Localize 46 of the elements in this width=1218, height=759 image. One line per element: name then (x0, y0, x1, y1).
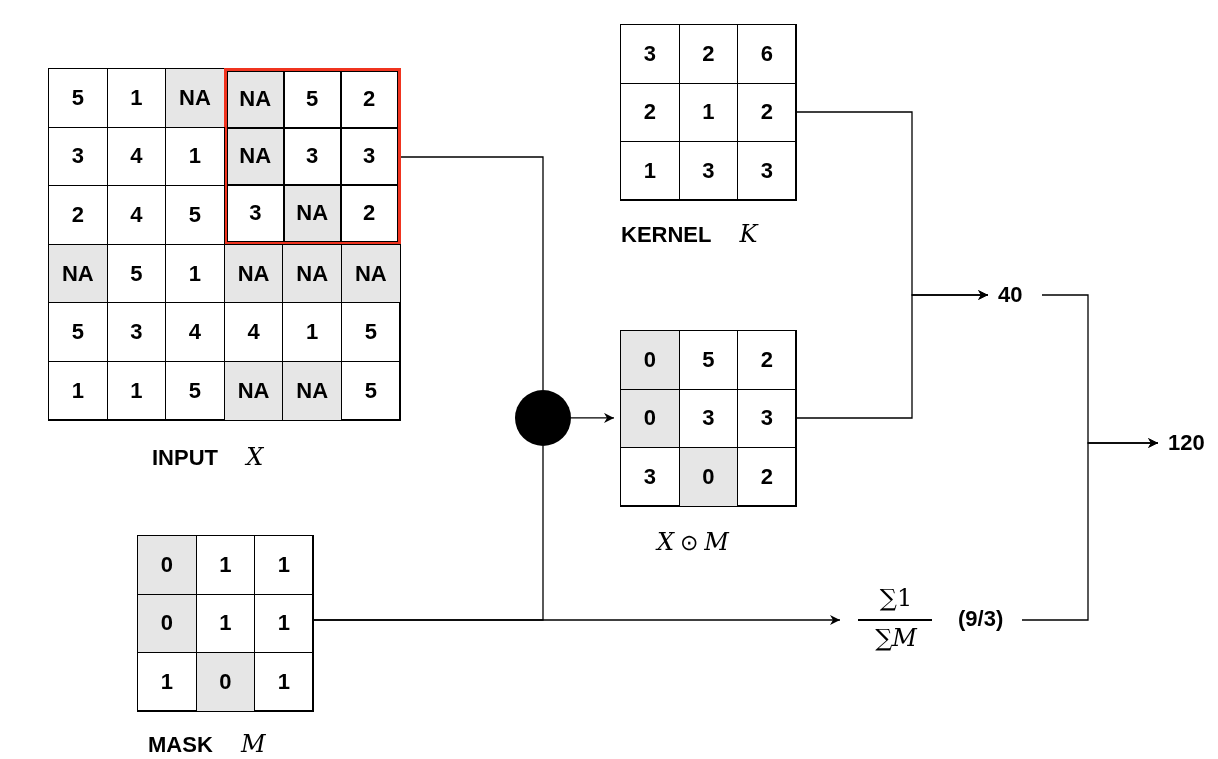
table-cell: 0 (137, 535, 197, 595)
matrix-grid (137, 535, 313, 711)
table-cell: 3 (283, 127, 341, 185)
table-cell: 0 (620, 388, 680, 449)
table-cell: NA (48, 243, 108, 304)
table-cell: NA (282, 361, 342, 421)
connector-line (398, 156, 544, 391)
table-cell: NA (341, 243, 401, 304)
table-cell: 0 (620, 330, 680, 390)
matrix-caption: MASK M (148, 730, 266, 758)
table-cell: 0 (195, 652, 256, 712)
result-value: 120 (1168, 430, 1205, 456)
table-cell: 0 (137, 593, 197, 654)
matrix-grid (48, 68, 400, 420)
arrow (570, 412, 615, 423)
matrix-caption: INPUT X (152, 443, 264, 471)
fraction-numerator: ∑1 (878, 584, 914, 612)
table-cell: NA (223, 361, 284, 421)
junction-dot (515, 390, 571, 446)
arrow (312, 615, 841, 625)
table-cell: NA (282, 243, 342, 304)
matrix-grid (620, 330, 796, 506)
table-cell: 2 (737, 447, 797, 507)
table-cell: 1 (254, 652, 314, 712)
table-cell: 3 (340, 127, 398, 185)
highlight-window (223, 68, 401, 245)
table-cell: NA (226, 127, 284, 185)
table-cell: NA (283, 184, 341, 242)
fraction-denominator: ∑M (874, 624, 919, 652)
matrix-caption: X ⊙ M (657, 528, 729, 556)
table-cell: 5 (283, 71, 341, 128)
table-cell: NA (223, 243, 284, 304)
ratio-value: (9/3) (958, 606, 1004, 632)
table-cell: NA (226, 71, 284, 128)
table-cell: NA (165, 68, 225, 128)
arrow (795, 290, 989, 419)
table-cell: 0 (678, 447, 739, 507)
table-cell: 3 (737, 141, 797, 201)
table-cell: 5 (341, 361, 401, 421)
matrix-grid (620, 24, 796, 200)
result-value: 40 (998, 282, 1023, 308)
matrix-caption: KERNEL K (621, 220, 758, 248)
table-cell: 3 (226, 184, 284, 242)
arrow (1021, 438, 1159, 621)
table-cell: 2 (340, 71, 398, 128)
table-cell: 2 (340, 184, 398, 242)
